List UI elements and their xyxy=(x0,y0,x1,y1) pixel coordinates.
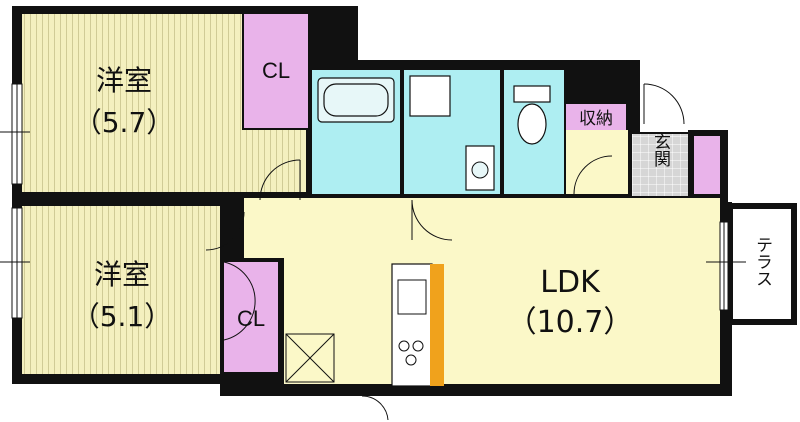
storage-label-box xyxy=(566,104,626,130)
bedroom-bottom-floor xyxy=(22,206,220,374)
closet-top-label: CL xyxy=(262,58,290,83)
vanity-basin xyxy=(471,161,489,179)
stove-icon xyxy=(398,340,424,366)
entry-closet xyxy=(694,136,720,194)
closet-bottom-label: CL xyxy=(237,306,265,331)
kitchen-sink xyxy=(397,279,427,315)
storage-label: 収納 xyxy=(579,109,613,129)
door-swings xyxy=(205,83,685,421)
ldk-size: （10.7） xyxy=(507,305,634,340)
toilet xyxy=(513,85,551,145)
bathtub xyxy=(317,77,395,123)
genkan-label: 玄関 xyxy=(650,133,670,167)
fridge-space xyxy=(285,333,335,383)
closet-bottom xyxy=(224,262,278,372)
bedroom-top-floor-ext xyxy=(242,130,306,192)
ldk-name: LDK xyxy=(540,265,601,300)
terrace xyxy=(727,203,797,325)
bedroom-top-floor xyxy=(22,14,242,192)
entry-door-area xyxy=(640,80,688,132)
bedroom-top-size: （5.7） xyxy=(74,106,175,139)
ldk-floor xyxy=(240,198,720,384)
bedroom-top-name: 洋室 xyxy=(96,64,152,97)
window-marks xyxy=(0,83,746,319)
bedroom-bottom-name: 洋室 xyxy=(94,258,150,291)
bedroom-bottom-size: （5.1） xyxy=(72,300,173,333)
genkan-floor xyxy=(632,134,688,196)
storage-area xyxy=(566,130,628,194)
closet-top xyxy=(244,14,308,128)
terrace-label: テラス xyxy=(752,236,772,287)
washer-pan xyxy=(409,75,451,117)
counter-accent xyxy=(430,264,444,386)
